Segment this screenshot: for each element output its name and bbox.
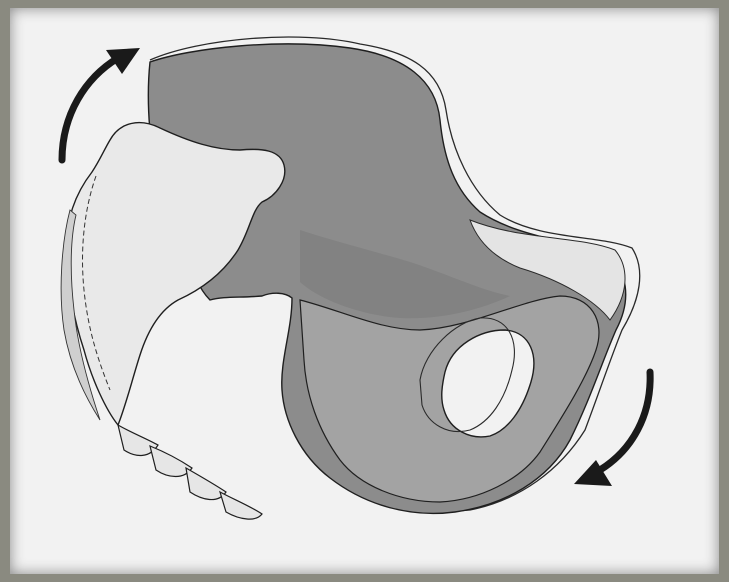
coccyx [118, 425, 262, 519]
